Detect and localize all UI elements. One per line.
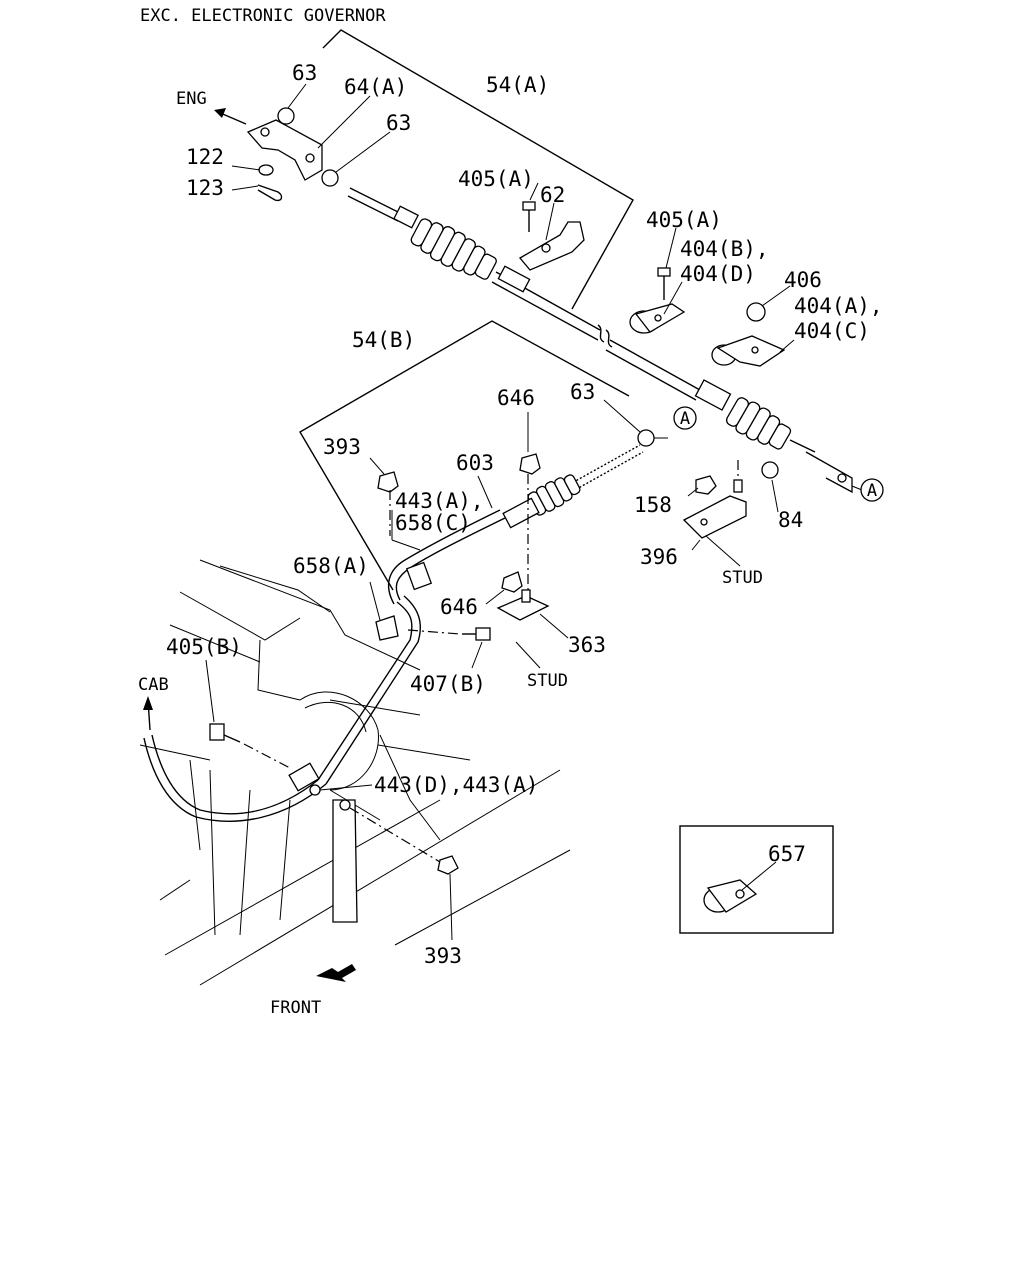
center-line-407b	[407, 629, 461, 635]
plate-hole	[339, 799, 351, 811]
label-393-lower: 393	[424, 944, 462, 968]
leader-lines	[205, 83, 863, 941]
label-stud-lower: STUD	[527, 671, 568, 691]
arrow-front	[316, 964, 356, 982]
nut-406	[746, 302, 766, 322]
label-396: 396	[640, 545, 678, 569]
nut-646-upper	[519, 453, 541, 475]
callout-a-lower: A	[860, 478, 884, 502]
bracket-engine-side	[246, 119, 323, 181]
label-64a: 64(A)	[344, 75, 407, 99]
label-stud-upper: STUD	[722, 568, 763, 588]
label-84: 84	[778, 508, 803, 532]
label-54b: 54(B)	[352, 328, 415, 352]
bracket-54b	[299, 320, 630, 591]
label-63-top: 63	[292, 61, 317, 85]
nut-63-cable-end	[321, 169, 339, 187]
label-63-cable: 63	[386, 111, 411, 135]
nut-646-lower	[501, 571, 523, 593]
bracket-363	[496, 589, 550, 621]
nut-84	[761, 461, 779, 479]
arrow-eng	[214, 108, 247, 125]
label-54a: 54(A)	[486, 73, 549, 97]
label-404b: 404(B),	[680, 237, 769, 261]
label-405a-lower: 405(A)	[646, 208, 722, 232]
clamp-404a	[711, 335, 786, 367]
leader-657	[741, 861, 777, 891]
washer-122	[258, 164, 274, 176]
bracket-396	[682, 495, 747, 539]
svg-text:A: A	[680, 409, 690, 429]
svg-text:A: A	[867, 481, 877, 501]
bolt-405a-upper	[522, 201, 536, 232]
nut-393-upper	[377, 471, 399, 493]
label-603: 603	[456, 451, 494, 475]
label-406: 406	[784, 268, 822, 292]
bolt-405b	[209, 723, 241, 743]
bolt-407b	[462, 627, 491, 641]
label-363: 363	[568, 633, 606, 657]
bolt-405a-lower	[657, 267, 671, 300]
label-407b: 407(B)	[410, 672, 486, 696]
nut-63-54b	[637, 429, 655, 447]
clip-658a	[375, 615, 399, 641]
nut-63-top	[277, 107, 295, 125]
stud-upper-bracket	[733, 479, 743, 493]
label-405b: 405(B)	[166, 635, 242, 659]
label-646-upper: 646	[497, 386, 535, 410]
label-123: 123	[186, 176, 224, 200]
label-eng: ENG	[176, 89, 207, 109]
label-405a-upper: 405(A)	[458, 167, 534, 191]
center-line-405b	[243, 743, 291, 769]
arrow-cab	[143, 696, 153, 731]
inset-box-657	[679, 825, 834, 934]
label-658a: 658(A)	[293, 554, 369, 578]
label-404a: 404(A),	[794, 294, 883, 318]
label-393-upper: 393	[323, 435, 361, 459]
label-443d: 443(D),443(A)	[374, 773, 538, 797]
nut-158	[695, 475, 717, 495]
label-658c: 658(C)	[395, 511, 471, 535]
label-657: 657	[768, 842, 806, 866]
label-404d: 404(D)	[680, 262, 756, 286]
clamp-404b	[629, 303, 686, 334]
support-plate	[332, 799, 358, 923]
label-122: 122	[186, 145, 224, 169]
cotter-pin-123	[257, 184, 283, 202]
cable-54a	[347, 187, 853, 494]
diagram-title: EXC. ELECTRONIC GOVERNOR	[140, 6, 386, 26]
label-front: FRONT	[270, 998, 321, 1018]
bracket-54a	[322, 29, 634, 310]
callout-a-upper: A	[673, 406, 697, 430]
label-63-54b: 63	[570, 380, 595, 404]
label-646-lower: 646	[440, 595, 478, 619]
nut-393-lower	[437, 855, 459, 875]
clip-62	[519, 221, 585, 271]
center-line-393-lower	[349, 807, 441, 863]
label-404c: 404(C)	[794, 319, 870, 343]
label-cab: CAB	[138, 675, 169, 695]
cable-54b	[143, 444, 644, 822]
label-443a: 443(A),	[395, 489, 484, 513]
label-158: 158	[634, 493, 672, 517]
label-62: 62	[540, 183, 565, 207]
